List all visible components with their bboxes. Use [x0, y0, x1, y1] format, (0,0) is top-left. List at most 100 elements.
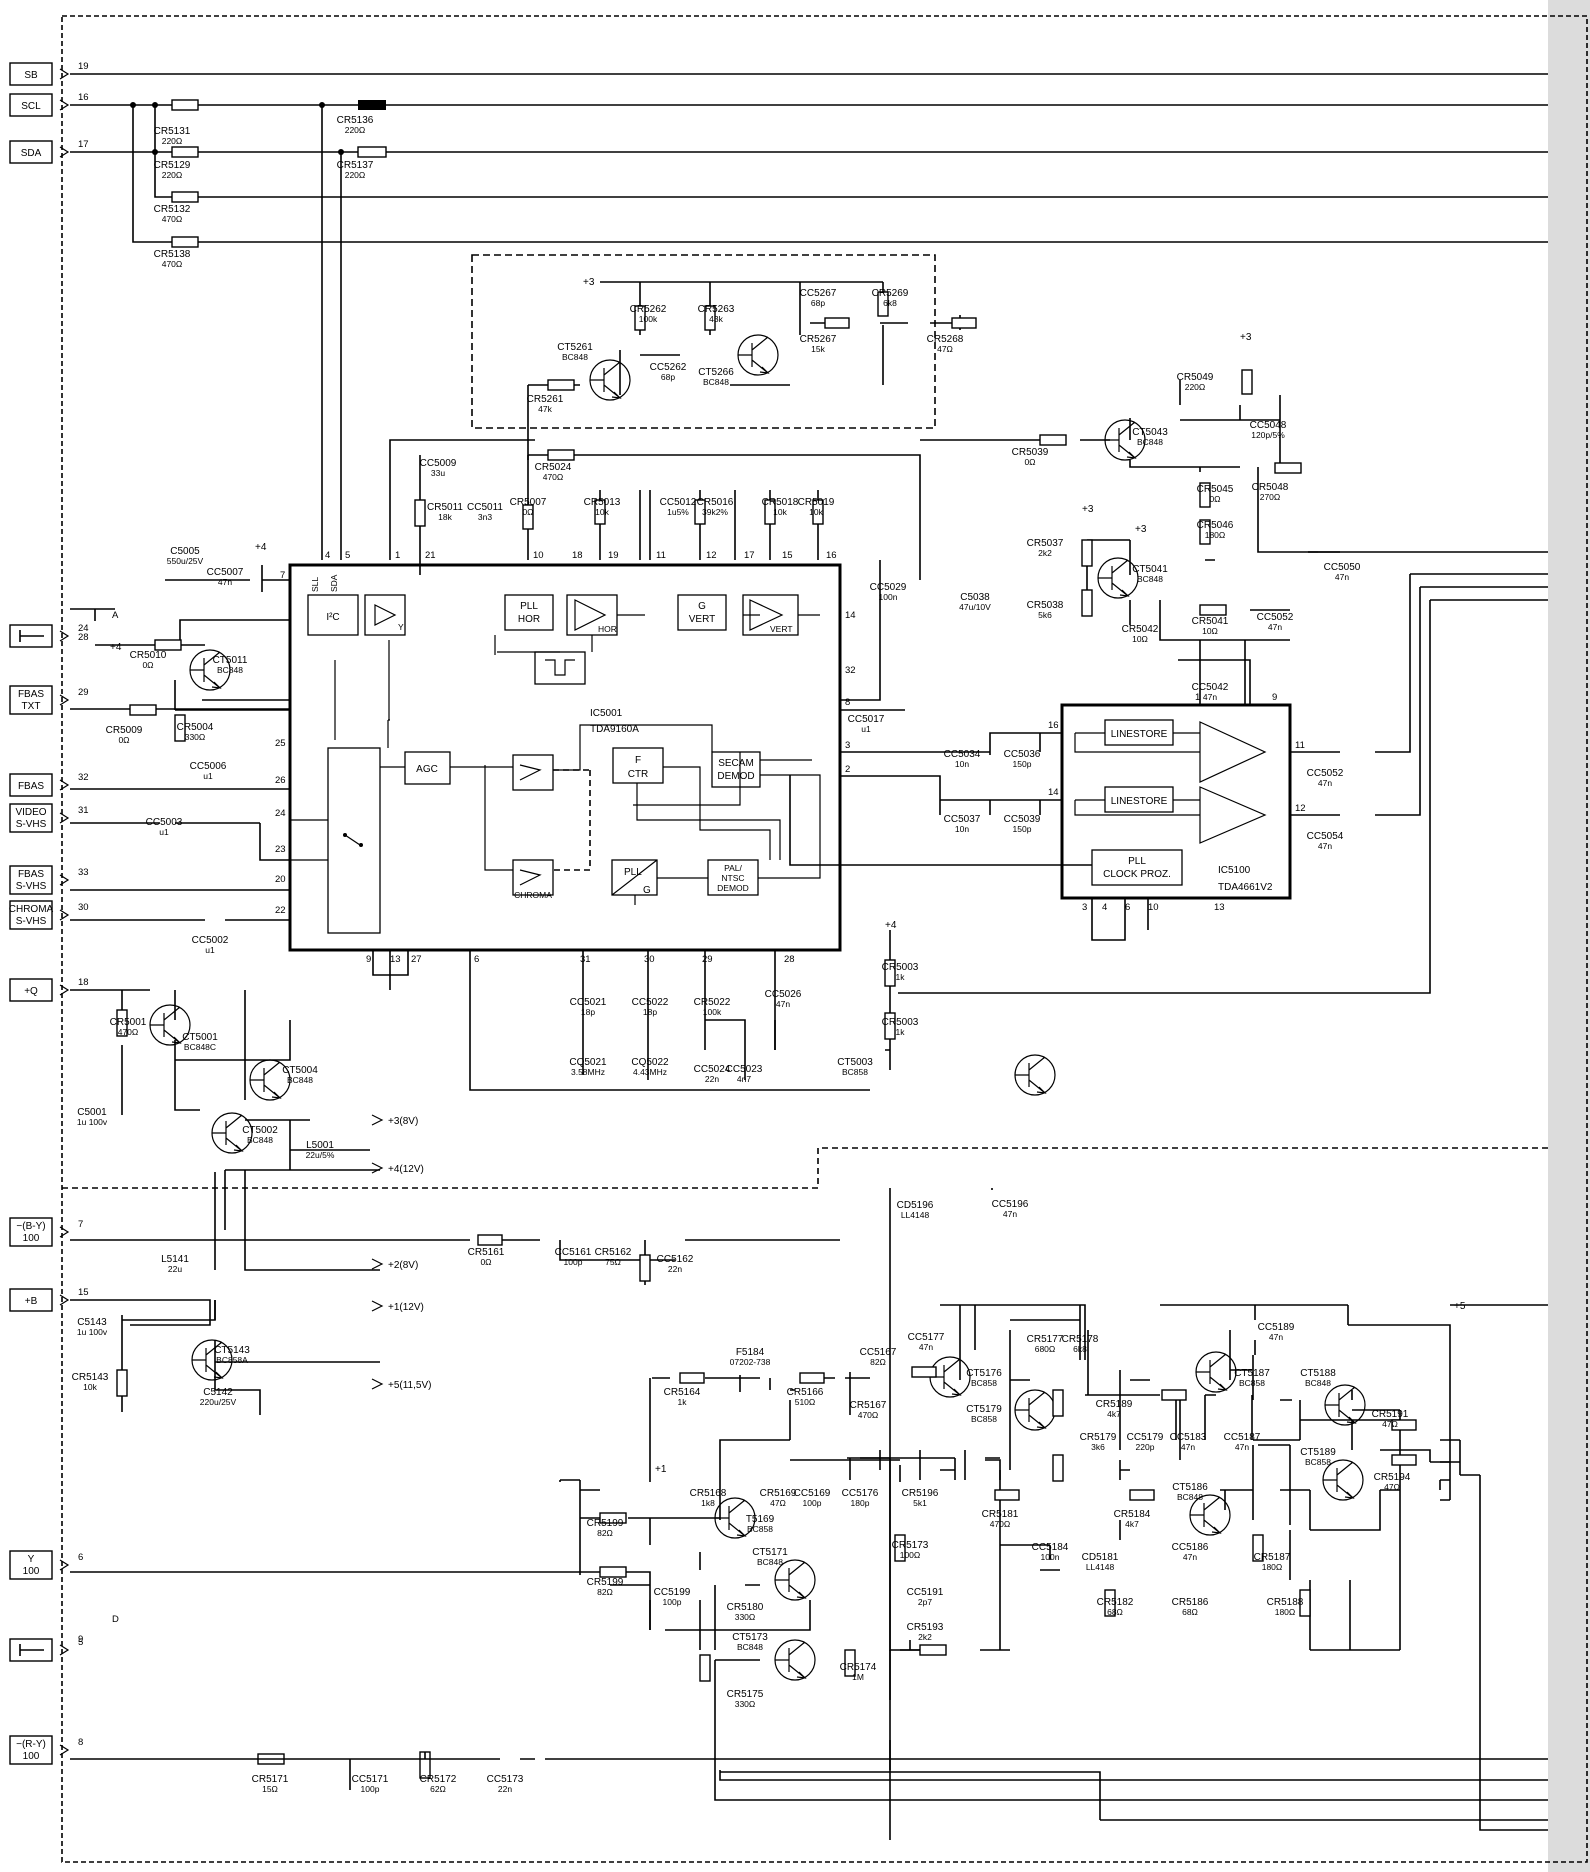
connector-label: SB [24, 70, 38, 81]
component-value: BC848 [247, 1135, 273, 1145]
component-value: 47n [919, 1342, 933, 1352]
component-value: 1k8 [701, 1498, 715, 1508]
connector-box [9, 1735, 53, 1765]
component-designator: CT5011 [213, 655, 248, 666]
ic5100-pin-3: 3 [1082, 902, 1087, 913]
component-designator: CR5022 [694, 997, 731, 1008]
component-designator: CR5173 [892, 1540, 929, 1551]
ic5100-part: TDA4661V2 [1218, 882, 1273, 893]
connector-arrow-icon [59, 1226, 70, 1238]
ic5001-pin-17: 17 [744, 550, 755, 561]
component-value: 1u5% [667, 507, 689, 517]
component-designator: CC5169 [794, 1488, 831, 1499]
hor-block-label: HOR [598, 624, 617, 634]
component-value: BC858 [1239, 1378, 1265, 1388]
component-designator: CR5267 [800, 334, 837, 345]
transistor-symbol-icon [1189, 1494, 1231, 1536]
component-designator: CR5199 [587, 1518, 624, 1529]
transistor-symbol-icon [1322, 1459, 1364, 1501]
connector-sublabel: 100 [23, 1751, 40, 1762]
connector-label: SDA [21, 148, 42, 159]
pll-clock-label: CLOCK PROZ. [1103, 869, 1171, 880]
component-designator: CC5048 [1250, 420, 1287, 431]
ic5001-pin-28: 28 [784, 954, 795, 965]
rail-arrow-icon [371, 1162, 384, 1174]
component-value: 0Ω [480, 1257, 491, 1267]
component-value: 180p [851, 1498, 870, 1508]
connector-label: Y [28, 1554, 35, 1565]
component-designator: CC5042 [1192, 682, 1229, 693]
component-designator: F5184 [736, 1347, 765, 1358]
component-designator: CC5183 [1170, 1432, 1207, 1443]
component-value: 47n [1268, 622, 1282, 632]
sda-pin-label: SDA [329, 574, 339, 592]
connector-arrow-icon [59, 1294, 70, 1306]
component-value: 47n [1269, 1332, 1283, 1342]
component-value: 330Ω [735, 1699, 756, 1709]
component-value: u1 [159, 827, 169, 837]
ic5100 [1060, 703, 1292, 900]
component-value: BC848 [703, 377, 729, 387]
component-designator: CR5037 [1027, 538, 1064, 549]
net-flag-label: A [112, 610, 119, 621]
ic5001-pin-3: 3 [845, 740, 850, 751]
component-value: 1u 100v [77, 1327, 108, 1337]
component-designator: CC5009 [420, 458, 457, 469]
rail-label-r4: +4(12V) [388, 1164, 424, 1175]
component-value: 470Ω [543, 472, 564, 482]
linestore-label: LINESTORE [1111, 729, 1168, 740]
component-value: 07202-738 [730, 1357, 771, 1367]
component-designator: CC5162 [657, 1254, 694, 1265]
component-value: BC858 [971, 1378, 997, 1388]
component-designator: CR5263 [698, 304, 735, 315]
component-designator: CR5016 [697, 497, 734, 508]
connector-pin-number: 6 [78, 1552, 83, 1563]
connector-arrow-icon [59, 812, 70, 824]
supply-label-p5: +5 [1454, 1301, 1466, 1312]
component-value: 220Ω [345, 170, 366, 180]
ic5001-pin-25: 25 [275, 738, 286, 749]
connector-label: SCL [21, 101, 41, 112]
component-value: BC858A [216, 1355, 248, 1365]
connector-gnd2: 5 [9, 1637, 83, 1662]
component-value: 1u 100v [77, 1117, 108, 1127]
ic5001-part: TDA9160A [590, 724, 639, 735]
agc-block-label: AGC [416, 764, 438, 775]
component-designator: CR5131 [154, 126, 191, 137]
supply-label-p4c: +4 [885, 920, 897, 931]
component-designator: CC5054 [1307, 831, 1344, 842]
component-value: 470Ω [990, 1519, 1011, 1529]
component-designator: CR5186 [1172, 1597, 1209, 1608]
component-value: 2k2 [918, 1632, 932, 1642]
ic5100-pin-13: 13 [1214, 902, 1225, 913]
ic5001-pin-29: 29 [702, 954, 713, 965]
component-designator: CR5180 [727, 1602, 764, 1613]
component-value: 47n [1318, 778, 1332, 788]
component-value: 0Ω [522, 507, 533, 517]
connector-label: CHROMA [9, 904, 54, 915]
transistor-symbol-icon [1014, 1054, 1056, 1096]
connector-arrow-icon [59, 1559, 70, 1571]
component-designator: CC5262 [650, 362, 687, 373]
ic5001-pin-1: 1 [395, 550, 400, 561]
secam-label: SECAM [718, 758, 754, 769]
connector-pin-number: 15 [78, 1287, 89, 1298]
component-value: 1k [896, 972, 906, 982]
component-value: BC848 [737, 1642, 763, 1652]
connector-q: +Q18 [9, 977, 89, 1002]
connector-pin-number: 17 [78, 139, 89, 150]
ground-symbol-icon [19, 630, 44, 642]
sll-pin-label: SLL [310, 577, 320, 592]
ic5100-pin-12: 12 [1295, 803, 1306, 814]
component-designator: CT5002 [242, 1125, 278, 1136]
component-designator: CC5026 [765, 989, 802, 1000]
component-value: 18k [438, 512, 452, 522]
component-designator: L5141 [161, 1254, 189, 1265]
component-value: 100Ω [900, 1550, 921, 1560]
component-designator: CR5187 [1254, 1552, 1291, 1563]
connector-pin-number: 29 [78, 687, 89, 698]
connector-arrow-icon [59, 779, 70, 791]
component-designator: CR5046 [1197, 520, 1234, 531]
connector-box [9, 1288, 53, 1312]
component-value: 2k2 [1038, 548, 1052, 558]
